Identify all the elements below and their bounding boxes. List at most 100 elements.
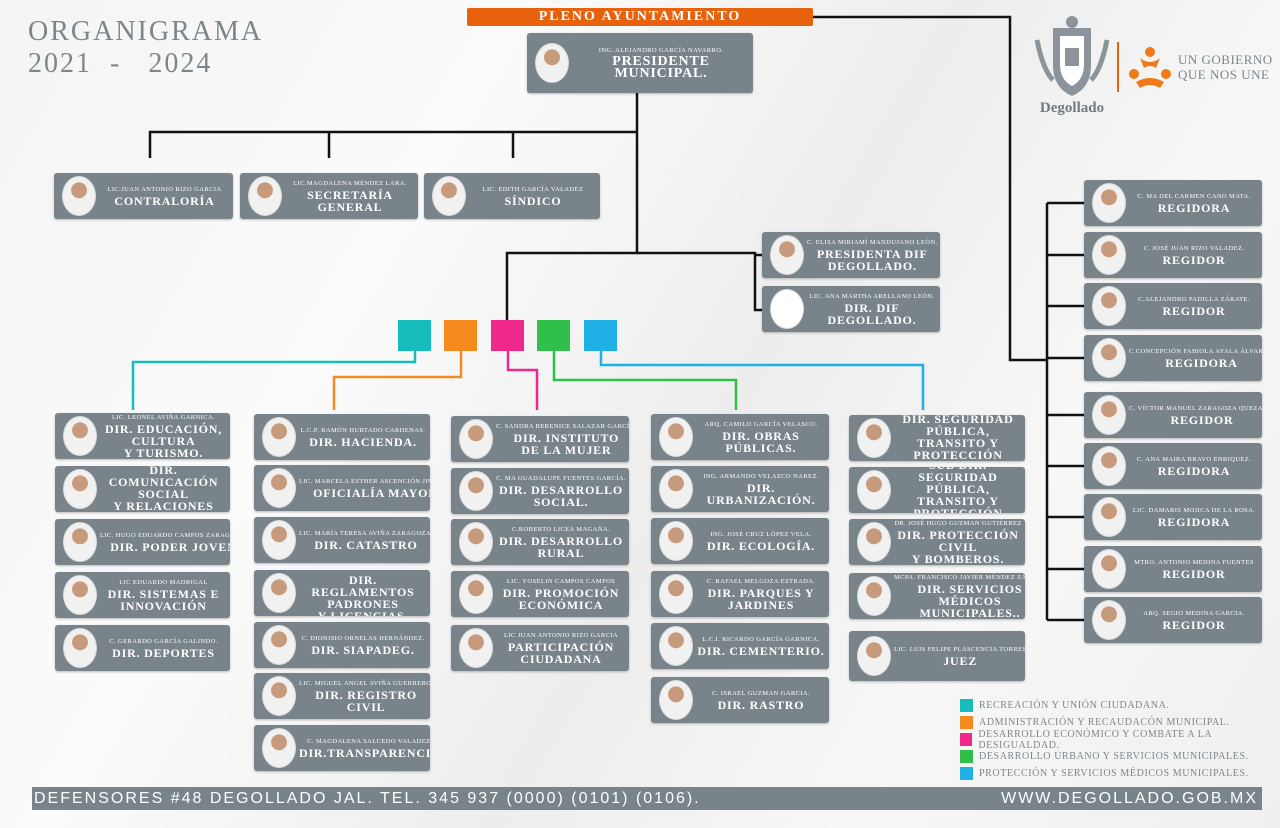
card-text: LIC JUAN ANTONIO RIZO GARCIA PARTICIPACI… bbox=[493, 632, 629, 665]
municipality-name: Degollado bbox=[1039, 100, 1105, 116]
org-card: C. HERACLIO LÓPEZ ESTRADA. DIR. REGLAMEN… bbox=[254, 570, 430, 616]
portrait-photo bbox=[857, 576, 891, 616]
org-card: C. ANA MAIRA BRAVO ENRIQUEZ. REGIDORA bbox=[1084, 443, 1262, 489]
portrait-photo bbox=[62, 176, 96, 216]
person-name: C.CONCEPCIÓN FABIOLA AYALA ÁLVAREZ. bbox=[1129, 347, 1262, 355]
legend-label: RECREACIÓN Y UNIÓN CIUDADANA. bbox=[979, 700, 1170, 711]
portrait-photo bbox=[659, 521, 693, 561]
position-title: PRESIDENTE MUNICIPAL. bbox=[612, 53, 710, 81]
portrait-photo bbox=[262, 676, 296, 716]
legend-item: PROTECCIÓN Y SERVICIOS MÉDICOS MUNICIPAL… bbox=[960, 765, 1280, 782]
position-title: DIR. COMUNICACIÓN SOCIAL Y RELACIONES PÚ… bbox=[108, 466, 219, 512]
portrait-photo bbox=[459, 522, 493, 562]
position-title: DIR. HACIENDA. bbox=[309, 434, 417, 449]
person-name: C. MAGDALENA SALCEDO VALADEZ. bbox=[307, 737, 430, 745]
person-name: C. VÍCTOR MANUEL ZARAGOZA QUEZADA. bbox=[1129, 404, 1262, 412]
org-card: ING. ALEJANDRO GARCÍA NAVARRO. PRESIDENT… bbox=[527, 33, 753, 93]
position-title: DIR. OBRAS PÚBLICAS. bbox=[722, 428, 800, 455]
person-name: C. ANA MAIRA BRAVO ENRIQUEZ. bbox=[1136, 455, 1252, 463]
position-title: DIR. DIF DEGOLLADO. bbox=[827, 300, 917, 327]
card-text: C. ELISA MIRIAMÍ MANDUJANO LEÓN. PRESIDE… bbox=[804, 239, 940, 272]
card-text: C. DAVID HERNANDEZ GONZALEZ. DIR. SEGURI… bbox=[891, 415, 1025, 461]
title-years: 2021 - 2024 bbox=[28, 48, 213, 79]
card-text: C. RAFAEL MELGOZA ESTRADA. DIR. PARQUES … bbox=[693, 578, 829, 611]
footer-website[interactable]: WWW.DEGOLLADO.GOB.MX bbox=[1001, 790, 1258, 807]
card-text: LIC. LUIS FELIPE PLASCENCIA TORRES JUEZ bbox=[891, 646, 1025, 667]
position-title: DIR. SISTEMAS E INNOVACIÓN bbox=[107, 586, 220, 613]
position-title: DIR. ECOLOGÍA. bbox=[706, 538, 816, 553]
portrait-photo bbox=[535, 43, 569, 83]
legend-item: DESARROLLO ECONÓMICO Y COMBATE A LA DESI… bbox=[960, 729, 1280, 751]
org-card: LIC. MARÍA TERESA AVIÑA ZARAGOZA. DIR. C… bbox=[254, 517, 430, 563]
org-card: C. VÍCTOR MANUEL ZARAGOZA QUEZADA. REGID… bbox=[1084, 392, 1262, 438]
area-square-administracion bbox=[444, 320, 477, 351]
card-text: LIC EDUARDO MADRIGAL DIR. SISTEMAS E INN… bbox=[97, 579, 230, 612]
org-card: ING. ARMANDO VELAZCO NAREZ. DIR. URBANIZ… bbox=[651, 466, 829, 512]
person-name: C. ELISA MIRIAMÍ MANDUJANO LEÓN. bbox=[807, 238, 938, 246]
portrait-photo bbox=[1092, 549, 1126, 589]
legend-label: PROTECCIÓN Y SERVICIOS MÉDICOS MUNICIPAL… bbox=[979, 768, 1249, 779]
person-name: LIC. DAMARIS MOJICA DE LA ROSA. bbox=[1132, 506, 1256, 514]
position-title: PRESIDENTA DIF DEGOLLADO. bbox=[816, 246, 928, 273]
position-title: REGIDORA bbox=[1165, 355, 1238, 370]
portrait-photo bbox=[63, 416, 97, 456]
card-text: C. MAGDALENA SALCEDO VALADEZ. DIR.TRANSP… bbox=[296, 738, 430, 759]
org-card: L.C.P. RAMÓN HURTADO CARDENAS. DIR. HACI… bbox=[254, 414, 430, 460]
person-name: LIC. EDITH GARCÍA VALADEZ bbox=[482, 185, 584, 193]
portrait-photo bbox=[63, 522, 97, 562]
org-card: LIC. YOSELIN CAMPOS CAMPOS DIR. PROMOCIÓ… bbox=[451, 571, 629, 617]
person-name: LIC. ANA MARTHA ARELLANO LEÓN. bbox=[809, 292, 935, 300]
portrait-photo bbox=[432, 176, 466, 216]
card-text: C. JOSÉ DIEGO CABRERA BARAJAS. SUB DIR. … bbox=[891, 467, 1025, 513]
position-title: REGIDORA bbox=[1157, 514, 1231, 529]
card-text: MTRO. ANTONIO MEDINA FUENTES REGIDOR bbox=[1126, 559, 1262, 580]
org-card: LIC JUAN ANTONIO RIZO GARCIA PARTICIPACI… bbox=[451, 625, 629, 671]
org-card: LIC. HUGO EDUARDO CAMPOS ZARAGOZA. DIR. … bbox=[55, 519, 230, 565]
portrait-photo bbox=[1092, 286, 1126, 326]
position-title: CONTRALORÍA bbox=[114, 193, 215, 208]
position-title: DIR. DEPORTES bbox=[112, 645, 215, 660]
legend-item: ADMINISTRACIÓN Y RECAUDACÓN MUNICIPAL. bbox=[960, 714, 1280, 731]
portrait-photo bbox=[1092, 600, 1126, 640]
position-title: DIR. PARQUES Y JARDINES bbox=[707, 585, 815, 612]
org-card: ARQ. CAMILO GARCÍA VELASCO. DIR. OBRAS P… bbox=[651, 414, 829, 460]
person-name: MTRO. ANTONIO MEDINA FUENTES bbox=[1134, 558, 1254, 566]
org-card: C.ALEJANDRO PADILLA ZÁRATE. REGIDOR bbox=[1084, 283, 1262, 329]
org-card: L.C.I. RICARDO GARCÍA GARNICA. DIR. CEME… bbox=[651, 623, 829, 669]
position-title: SECRETARÍA GENERAL bbox=[307, 187, 393, 214]
position-title: DIR. INSTITUTO DE LA MUJER bbox=[513, 430, 620, 457]
card-text: C. JOSÉ JUAN RIZO VALADEZ. REGIDOR bbox=[1126, 245, 1262, 266]
portrait-photo bbox=[459, 419, 493, 459]
person-name: C.ALEJANDRO PADILLA ZÁRATE. bbox=[1138, 295, 1250, 303]
card-text: LIC. DAMARIS MOJICA DE LA ROSA. REGIDORA bbox=[1126, 507, 1262, 528]
portrait-photo bbox=[659, 469, 693, 509]
card-text: LIC. EMMANUEL ZARAGOZA LÓPEZ DIR. COMUNI… bbox=[97, 466, 230, 512]
org-card: C. DAVID HERNANDEZ GONZALEZ. DIR. SEGURI… bbox=[849, 415, 1025, 461]
position-title: PARTICIPACIÓN CIUDADANA bbox=[507, 639, 615, 666]
position-title: DIR. EDUCACIÓN, CULTURA Y TURISMO. bbox=[104, 421, 222, 459]
card-text: C. ISRAEL GUZMAN GARCIA. DIR. RASTRO bbox=[693, 690, 829, 711]
portrait-photo bbox=[1092, 338, 1126, 378]
card-text: C.CONCEPCIÓN FABIOLA AYALA ÁLVAREZ. REGI… bbox=[1126, 348, 1262, 369]
org-card: C. ISRAEL GUZMAN GARCIA. DIR. RASTRO bbox=[651, 677, 829, 723]
footer-address: DEFENSORES #48 DEGOLLADO JAL. TEL. 345 9… bbox=[34, 790, 701, 807]
portrait-photo bbox=[1092, 183, 1126, 223]
legend-swatch bbox=[960, 716, 973, 729]
position-title: DIR. RASTRO bbox=[717, 697, 805, 712]
org-card: MCPA. FRANCISCO JAVIER MÉNDEZ ZABALA DIR… bbox=[849, 573, 1025, 619]
org-card: MTRO. ANTONIO MEDINA FUENTES REGIDOR bbox=[1084, 546, 1262, 592]
card-text: C. HERACLIO LÓPEZ ESTRADA. DIR. REGLAMEN… bbox=[296, 570, 430, 616]
person-name: LIC. YOSELIN CAMPOS CAMPOS bbox=[506, 577, 616, 585]
person-name: C. RAFAEL MELGOZA ESTRADA. bbox=[706, 577, 816, 585]
position-title: REGIDORA bbox=[1157, 200, 1231, 215]
card-text: LIC.MAGDALENA MÉNDEZ LARA. SECRETARÍA GE… bbox=[282, 180, 418, 213]
position-title: DIR. PROTECCIÓN CIVIL Y BOMBEROS. bbox=[897, 527, 1019, 565]
person-name: L.C.P. RAMÓN HURTADO CARDENAS. bbox=[300, 426, 426, 434]
position-title: DIR. PROMOCIÓN ECONÓMICA bbox=[502, 585, 620, 612]
legend-swatch bbox=[960, 750, 973, 763]
people-union-icon bbox=[1126, 44, 1174, 97]
card-text: C. VÍCTOR MANUEL ZARAGOZA QUEZADA. REGID… bbox=[1126, 405, 1262, 426]
chart-title: ORGANIGRAMA 2021 - 2024 bbox=[28, 16, 263, 80]
card-text: C. GERARDO GARCÍA GALINDO. DIR. DEPORTES bbox=[97, 638, 230, 659]
portrait-photo bbox=[459, 574, 493, 614]
